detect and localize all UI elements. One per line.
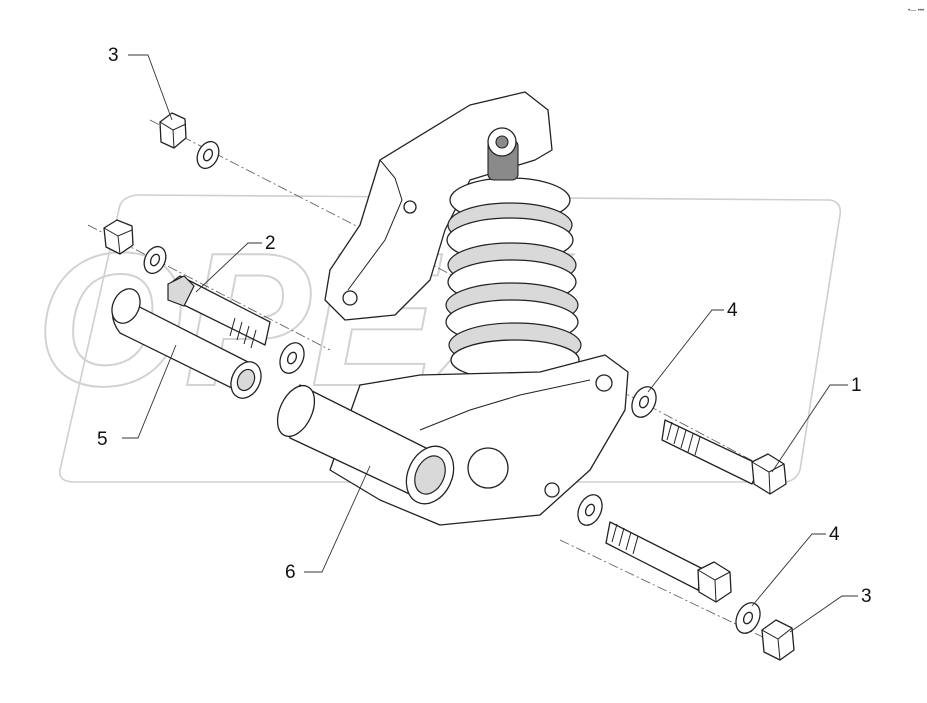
callout-5: 5 — [97, 429, 108, 450]
sleeve-5 — [111, 288, 262, 399]
bolt-1 — [661, 419, 787, 495]
nut-3-bottom-right — [761, 619, 795, 661]
corner-mark: •— ••• — [908, 8, 924, 14]
callout-3-bottom-right: 3 — [861, 586, 872, 607]
washer-4-right-bottom — [735, 602, 761, 634]
callout-3-top-left: 3 — [108, 45, 119, 66]
washer-top-left — [196, 140, 220, 170]
callout-4-top: 4 — [727, 300, 738, 321]
lever-arm — [276, 354, 629, 526]
callout-2: 2 — [265, 233, 276, 254]
callout-6: 6 — [285, 562, 296, 583]
washer-right-mid — [577, 494, 603, 526]
nut-3-top-left — [159, 112, 187, 149]
nut-mid-left — [103, 219, 134, 255]
callout-1: 1 — [851, 375, 862, 396]
washer-mid-left — [143, 245, 167, 275]
bolt-2 — [167, 275, 271, 349]
washer-left-sleeve — [279, 342, 305, 374]
bolt-lower — [605, 521, 732, 603]
leader-lines — [122, 54, 858, 633]
washer-4-right-top — [631, 386, 657, 418]
callout-4-bottom: 4 — [829, 524, 840, 545]
callouts: 3 2 4 1 5 6 4 3 — [97, 45, 872, 607]
